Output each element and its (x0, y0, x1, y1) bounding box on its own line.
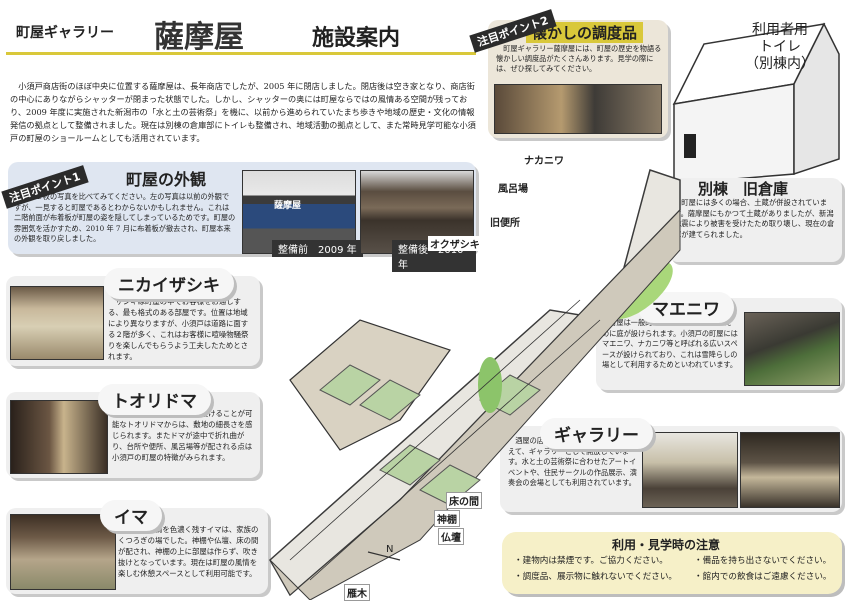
gallery-photo-1 (642, 432, 738, 508)
north-indicator: N (386, 544, 394, 555)
label-okuzashiki: オクザシキ (428, 236, 482, 251)
gallery-photo-2 (740, 432, 840, 508)
label-tokonoma: 床の間 (446, 492, 482, 509)
tori-title: トオリドマ (98, 384, 211, 415)
maeniwa-photo (744, 312, 840, 386)
maeniwa-title: マエニワ (638, 292, 734, 323)
gallery-title: ギャラリー (540, 418, 653, 449)
notice-title: 利用・見学時の注意 (612, 538, 721, 552)
point2-title: 懐かしの調度品 (526, 22, 644, 43)
tori-photo (10, 400, 108, 474)
point1-text: 右の２枚の写真を比べてみてください。左の写真は以前の外観ですが、一見すると町屋で… (14, 192, 236, 243)
header-underline (6, 52, 476, 55)
ima-text: 町屋の風情を色濃く残すイマは、家族のくつろぎの場でした。神棚や仏壇、床の間が配さ… (118, 525, 259, 578)
notice-item-4: ・館内での飲食はご遠慮ください。 (694, 572, 832, 582)
header-title: 施設案内 (312, 25, 401, 51)
notice-item-3: ・調度品、展示物に触れないでください。 (514, 572, 678, 582)
building-diagram (269, 169, 681, 600)
point2-photo (494, 84, 662, 134)
header-name: 薩摩屋 (154, 20, 244, 55)
notice-item-1: ・建物内は禁煙です。ご協力ください。 (514, 556, 668, 566)
main-building-body (269, 208, 681, 600)
nikai-title: ニカイザシキ (104, 268, 234, 299)
label-butsudan: 仏壇 (438, 528, 464, 545)
tatami-5 (419, 464, 481, 506)
ima-photo (10, 514, 116, 590)
toilet-label: 利用者用 トイレ （別棟内） (745, 22, 815, 72)
label-gangi: 雁木 (344, 584, 370, 601)
tori-card: 表通りから裏道まで通り抜けることが可能なトオリドマからは、敷地の細長さを感じられ… (6, 392, 260, 478)
label-benjo: 旧便所 (488, 214, 522, 229)
intro-text: 小須戸商店街のほぼ中央に位置する薩摩屋は、長年商店でしたが、2005 年に閉店し… (10, 81, 476, 143)
maeniwa-garden (478, 357, 502, 413)
point2-text: 町屋ギャラリー薩摩屋には、町屋の歴史を物語る懐かしい調度品がたくさんあります。見… (496, 44, 662, 73)
point2-card: 懐かしの調度品 町屋ギャラリー薩摩屋には、町屋の歴史を物語る懐かしい調度品がたく… (488, 20, 668, 138)
notice-item-2: ・備品を持ち出さないでください。 (694, 556, 832, 566)
nikai-text: ザシキは町屋の中でお客様をお通しする、最も格式のある部屋です。位置は地域により異… (108, 297, 249, 361)
ima-title: イマ (100, 500, 162, 531)
before-caption: 整備前 2009 年 (272, 240, 363, 257)
before-sign: 薩摩屋 (274, 201, 302, 211)
tori-text: 表通りから裏道まで通り抜けることが可能なトオリドマからは、敷地の細長さを感じられ… (112, 409, 253, 462)
header-sub: 町屋ギャラリー (16, 25, 114, 41)
label-nakaniwa: ナカニワ (522, 152, 566, 167)
annex-building (672, 22, 840, 184)
tatami-2 (359, 379, 421, 421)
nikai-photo (10, 286, 104, 360)
annex-card: 別棟 旧倉庫 町屋には多くの場合、土蔵が併設されています。薩摩屋にもかつて土蔵が… (668, 178, 842, 262)
header: 町屋ギャラリー 薩摩屋 施設案内 (6, 8, 476, 58)
annex-text: 町屋には多くの場合、土蔵が併設されています。薩摩屋にもかつて土蔵がありましたが、… (674, 198, 835, 239)
tatami-1 (319, 364, 381, 406)
annex-title: 別棟 旧倉庫 (698, 180, 789, 198)
label-kamidana: 神棚 (434, 510, 460, 527)
tatami-4 (379, 444, 441, 486)
label-furoba: 風呂場 (496, 180, 530, 195)
point1-title: 町屋の外観 (126, 170, 207, 189)
compass-line (367, 551, 401, 561)
notice-card: 利用・見学時の注意 ・建物内は禁煙です。ご協力ください。 ・備品を持ち出さないで… (502, 532, 842, 594)
